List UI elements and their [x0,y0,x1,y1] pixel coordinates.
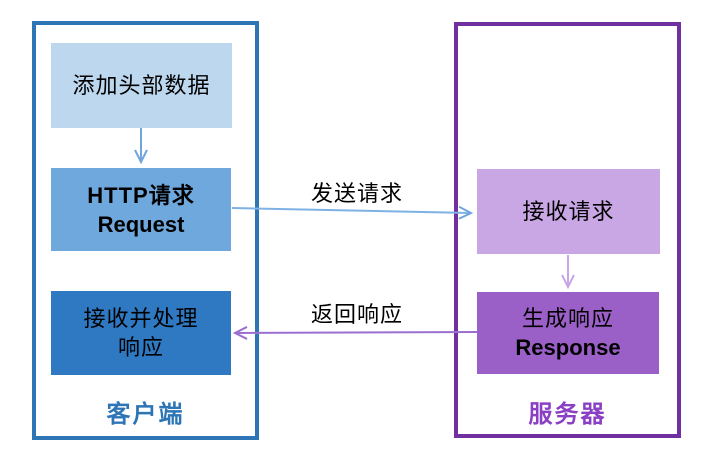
receive-request-text: 接收请求 [522,199,615,224]
client-box-http-request: HTTP请求 Request [51,168,231,251]
client-label: 客户端 [106,401,185,428]
send-request-label: 发送请求 [310,181,403,206]
receive-process-text-line2: 响应 [117,335,164,360]
http-request-text-en: Request [97,211,185,237]
return-response-arrow [232,326,478,340]
receive-process-text-line1: 接收并处理 [83,306,199,331]
client-box-receive-process-response: 接收并处理 响应 [51,291,231,375]
client-box-add-header-data: 添加头部数据 [51,43,232,128]
server-label: 服务器 [528,401,607,428]
return-response-label: 返回响应 [310,302,403,327]
server-box-generate-response: 生成响应 Response [477,292,659,374]
add-header-data-text: 添加头部数据 [72,73,211,98]
http-request-text-cn: HTTP请求 [87,182,195,208]
server-box-receive-request: 接收请求 [477,169,660,254]
generate-response-text-cn: 生成响应 [521,306,614,331]
generate-response-text-en: Response [515,335,621,360]
send-request-arrow [231,205,474,220]
